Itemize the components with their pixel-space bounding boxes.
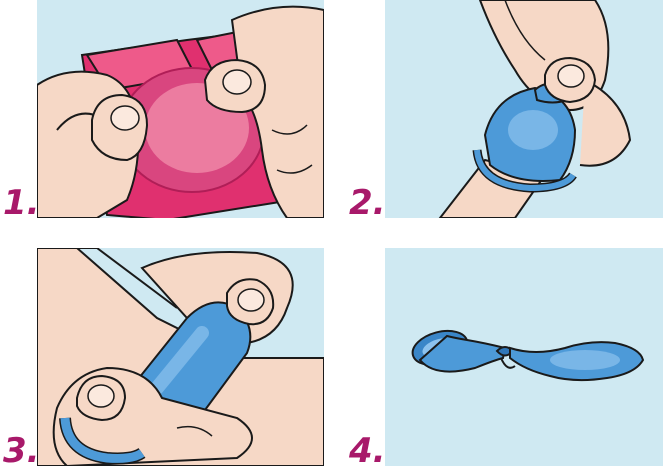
right-thumbnail xyxy=(223,70,251,94)
step-4-panel xyxy=(385,248,663,466)
step-2-panel xyxy=(385,0,663,218)
roll-down-illustration xyxy=(37,248,324,466)
step-1-number: 1. xyxy=(3,186,40,220)
top-thumbnail xyxy=(238,289,264,311)
open-wrapper-illustration xyxy=(37,0,324,218)
step-3-panel xyxy=(37,248,324,466)
step-4-number: 4. xyxy=(349,434,386,468)
tied-condom-illustration xyxy=(385,248,663,466)
step-1-panel xyxy=(37,0,324,218)
place-tip-illustration xyxy=(385,0,663,218)
left-thumbnail xyxy=(111,106,139,130)
step-3-number: 3. xyxy=(3,434,40,468)
bottom-thumbnail xyxy=(88,385,114,407)
condom-highlight xyxy=(508,110,558,150)
step-2-number: 2. xyxy=(349,186,386,220)
thumbnail xyxy=(558,65,584,87)
